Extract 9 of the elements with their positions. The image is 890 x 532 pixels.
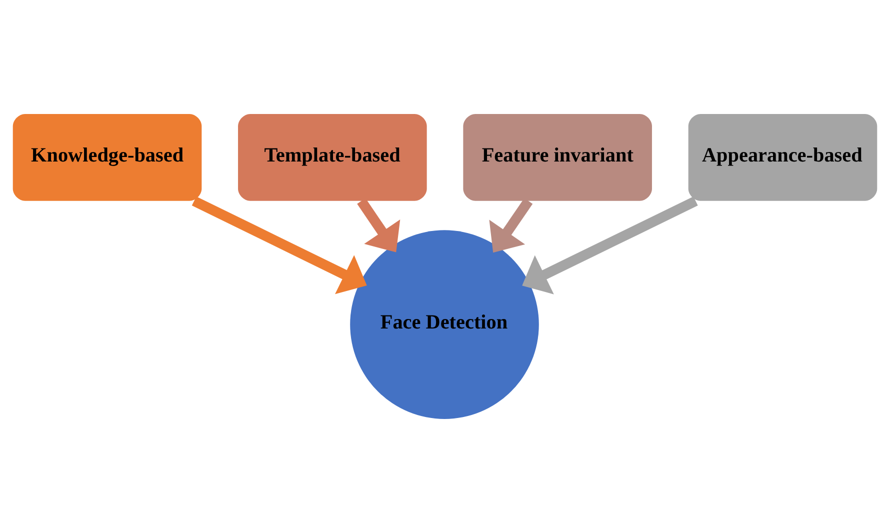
arrow (489, 198, 533, 252)
arrow (522, 196, 698, 294)
node-box: Feature invariant (463, 114, 652, 200)
arrow (357, 198, 400, 252)
node-circle: Face Detection (350, 230, 539, 418)
node-box: Appearance-based (688, 114, 878, 200)
node-box: Template-based (238, 114, 427, 200)
node-box: Knowledge-based (12, 114, 202, 200)
arrow (192, 196, 367, 294)
